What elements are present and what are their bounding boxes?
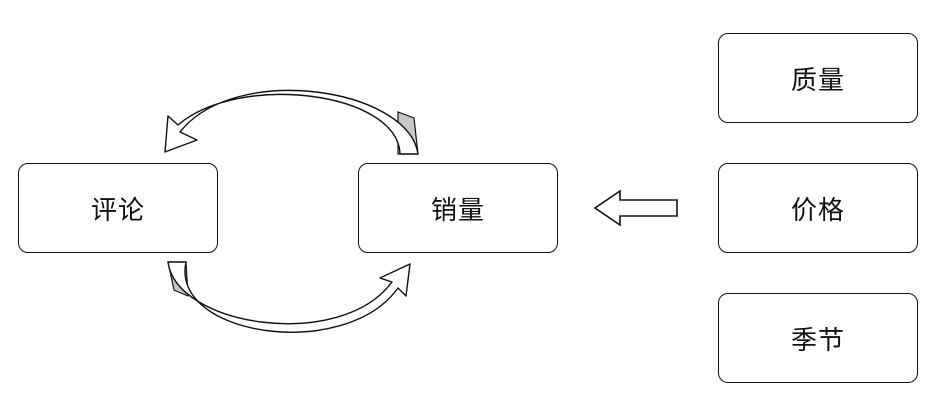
node-season-label: 季节 xyxy=(790,325,845,356)
node-sales-label: 销量 xyxy=(430,195,485,226)
node-season: 季节 xyxy=(718,293,918,383)
curved-arrow-review-to-sales xyxy=(167,261,411,333)
block-arrow-price-to-sales xyxy=(593,189,678,227)
node-price: 价格 xyxy=(718,163,918,253)
node-quality-label: 质量 xyxy=(790,65,845,96)
node-review-label: 评论 xyxy=(90,195,145,226)
node-sales: 销量 xyxy=(358,163,558,253)
curved-arrow-sales-to-review xyxy=(164,89,419,155)
node-review: 评论 xyxy=(18,163,218,253)
node-price-label: 价格 xyxy=(790,195,845,226)
node-quality: 质量 xyxy=(718,33,918,123)
